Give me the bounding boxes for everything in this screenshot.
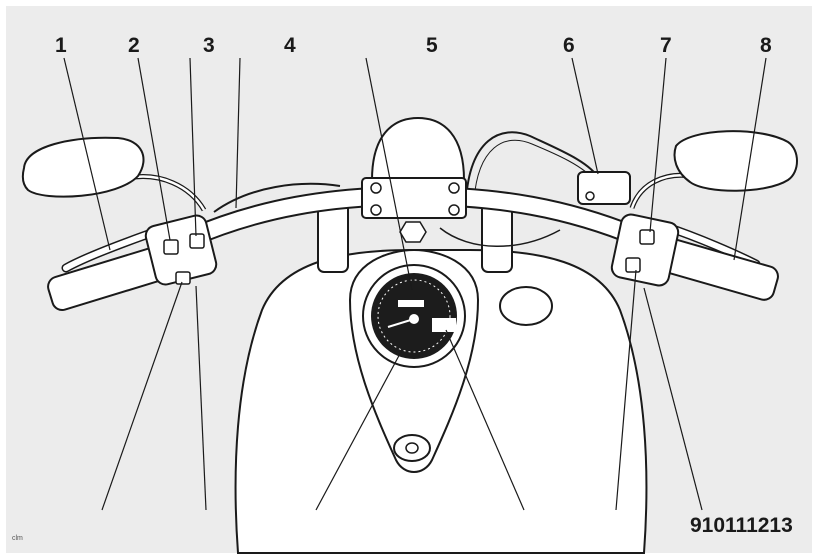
right-cable [465, 131, 601, 201]
right-mirror [673, 130, 798, 192]
right-cable-inner [473, 139, 597, 201]
handlebar-clamp [361, 177, 467, 219]
left-switch-button [163, 239, 179, 255]
speedometer-needle [387, 318, 415, 328]
callout-7: 7 [660, 34, 672, 57]
tank-cap-center [405, 442, 419, 454]
callout-1: 1 [55, 34, 67, 57]
speedometer-indicator-panel [432, 318, 456, 332]
left-switch-button [175, 271, 191, 285]
leader-line-8 [733, 57, 767, 261]
callout-2: 2 [128, 34, 140, 57]
leader-line-7 [649, 57, 667, 233]
leader-line-3 [189, 57, 197, 237]
right-switch-button [639, 229, 655, 245]
callout-8: 8 [760, 34, 772, 57]
left-mirror [21, 136, 145, 198]
leader-line-11 [315, 349, 403, 511]
clamp-bolt [448, 204, 460, 216]
left-cable [213, 182, 341, 213]
lower-cable [439, 227, 561, 247]
speedometer-scale-ring [377, 279, 451, 353]
speedometer-brand-panel [398, 300, 424, 307]
callouts-bottom: 910111213 [690, 514, 793, 537]
clamp-bolt [370, 182, 382, 194]
callout-3: 3 [203, 34, 215, 57]
leader-line-12 [445, 329, 525, 511]
callout-5: 5 [426, 34, 438, 57]
leader-line-1 [63, 57, 111, 251]
callout-4: 4 [284, 34, 296, 57]
leader-lines-top [63, 57, 767, 291]
right-switch-housing [610, 213, 680, 287]
callout-6: 6 [563, 34, 575, 57]
headlight [370, 116, 466, 181]
leader-line-14 [643, 287, 703, 511]
leader-lines-bottom [101, 269, 703, 511]
leader-line-9 [101, 281, 183, 511]
master-cylinder-bolt [585, 191, 595, 201]
leader-line-13 [615, 269, 637, 511]
right-switch-button [625, 257, 641, 273]
image-code: clm [12, 535, 23, 542]
steering-stem-nut [399, 221, 427, 243]
leader-line-10 [195, 285, 207, 511]
leader-line-4 [235, 57, 241, 209]
leader-line-6 [571, 57, 599, 175]
fuel-filler-cap [499, 286, 553, 326]
leader-line-2 [137, 57, 171, 241]
clamp-bolt [448, 182, 460, 194]
clamp-bolt [370, 204, 382, 216]
left-switch-button [189, 233, 205, 249]
leader-line-5 [365, 57, 413, 291]
brake-master-cylinder [577, 171, 631, 205]
